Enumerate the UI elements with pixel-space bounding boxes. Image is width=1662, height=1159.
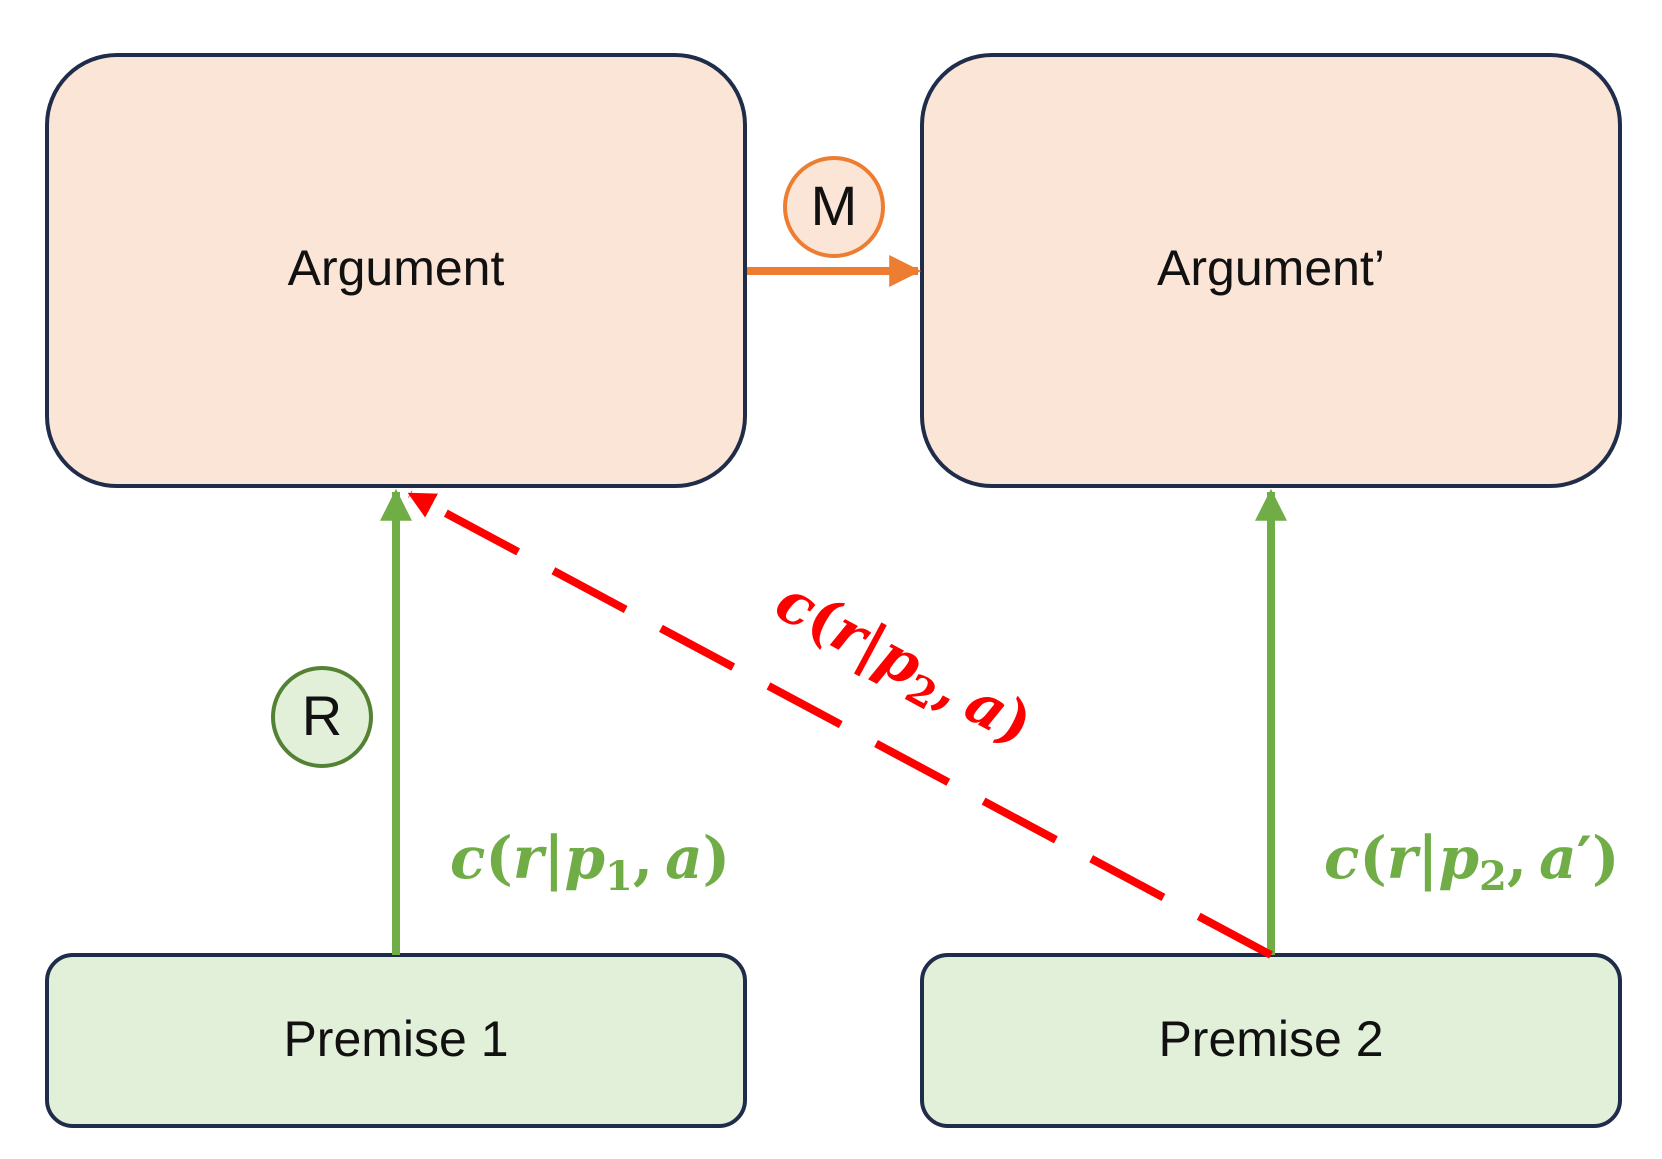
modify-badge-circle xyxy=(783,156,885,258)
formula-close-paren: ) xyxy=(1592,824,1619,892)
formula-variable: r xyxy=(513,824,548,892)
formula-close-paren: ) xyxy=(703,824,730,892)
argument-prime-label: Argument’ xyxy=(1157,240,1385,296)
formula-bar: | xyxy=(1417,824,1438,892)
argument-box xyxy=(45,53,747,488)
premise2-confidence-formula: c(r|p2,a′) xyxy=(1324,824,1619,900)
premise-2-label: Premise 2 xyxy=(1158,1011,1383,1067)
premise-1-node: Premise 1 xyxy=(45,953,747,1128)
formula-function: c xyxy=(450,824,485,892)
formula-argument: a xyxy=(1539,824,1577,892)
formula-function: c xyxy=(1324,824,1359,892)
premise-2-node: Premise 2 xyxy=(920,953,1622,1128)
premise1-confidence-formula: c(r|p1,a) xyxy=(450,824,730,900)
formula-premise: p xyxy=(1438,824,1479,892)
formula-subscript: 1 xyxy=(605,853,633,900)
formula-subscript: 2 xyxy=(1479,853,1507,900)
formula-comma: , xyxy=(633,824,653,892)
cross-confidence-formula: c(r|p2,a) xyxy=(761,566,1044,765)
formula-comma: , xyxy=(1507,824,1527,892)
relation-badge-circle xyxy=(271,666,373,768)
premise-1-label: Premise 1 xyxy=(283,1011,508,1067)
modify-badge: M xyxy=(783,156,885,258)
argument-node: Argument xyxy=(45,53,747,488)
relation-badge: R xyxy=(271,666,373,768)
argument-label: Argument xyxy=(288,240,505,296)
formula-variable: r xyxy=(1387,824,1422,892)
argument-prime-node: Argument’ xyxy=(920,53,1622,488)
formula-open-paren: ( xyxy=(1359,824,1386,892)
formula-bar: | xyxy=(543,824,564,892)
formula-prime: ′ xyxy=(1577,824,1592,892)
modify-badge-label: M xyxy=(811,174,858,237)
formula-open-paren: ( xyxy=(485,824,512,892)
relation-badge-label: R xyxy=(302,684,342,747)
premise2-to-argument-dashed-arrow xyxy=(407,490,1273,959)
formula-argument: a xyxy=(665,824,703,892)
formula-premise: p xyxy=(564,824,605,892)
argument-prime-box xyxy=(920,53,1622,488)
